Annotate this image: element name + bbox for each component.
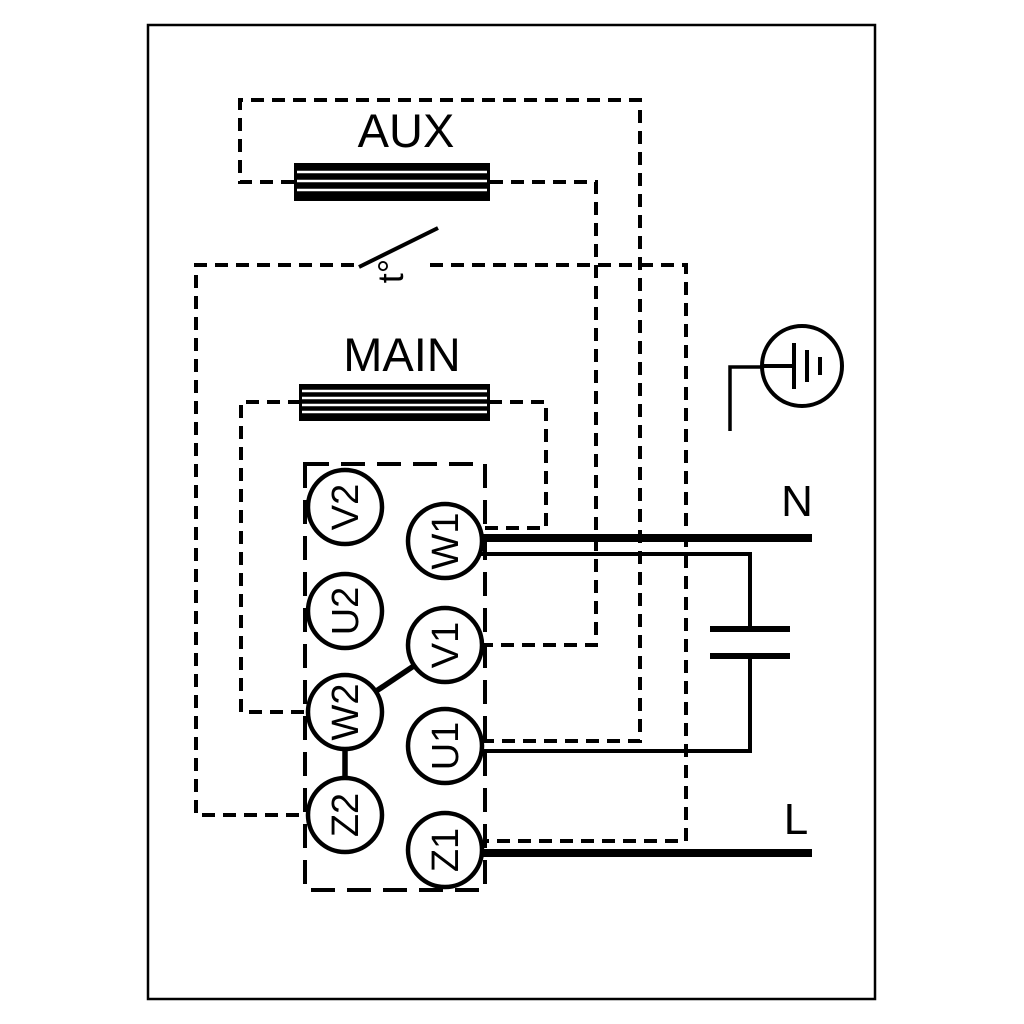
main-winding-label: MAIN (343, 328, 461, 381)
terminal-w1: W1 (405, 501, 485, 581)
main-winding-coil (299, 384, 490, 421)
ground-lead (728, 365, 762, 431)
terminal-u1: U1 (405, 706, 485, 786)
terminal-z1-circle (405, 810, 485, 890)
diagram-border (146, 23, 877, 1001)
terminal-u2-circle (305, 571, 385, 651)
terminal-u2: U2 (305, 571, 385, 651)
wire-switch-to-z1 (430, 263, 688, 843)
capacitor-bottom-lead (482, 656, 752, 753)
wire-main-right-to-w1 (481, 400, 548, 530)
switch-blade (358, 226, 439, 269)
terminal-v1-circle (405, 605, 485, 685)
wire-main-left-to-w2 (239, 400, 307, 714)
aux-winding: AUX (294, 104, 490, 201)
wire-aux-left-to-u1 (238, 98, 642, 743)
terminal-u1-circle (405, 706, 485, 786)
phase-label: L (784, 795, 808, 844)
terminal-z1: Z1 (405, 810, 485, 890)
terminal-w2: W2 (305, 672, 385, 752)
terminal-v1-label: V1 (425, 622, 467, 668)
terminal-v2: V2 (305, 467, 385, 547)
thermal-switch-label: t° (370, 259, 411, 283)
earth-ground-symbol (728, 324, 844, 431)
main-winding: MAIN (299, 328, 490, 421)
terminal-w2-circle (305, 672, 385, 752)
neutral-label: N (781, 477, 813, 526)
terminal-w2-label: W2 (325, 684, 367, 741)
terminal-z1-label: Z1 (425, 828, 467, 872)
aux-winding-label: AUX (358, 104, 455, 157)
capacitor (480, 552, 790, 753)
terminal-u1-label: U1 (425, 722, 467, 771)
terminal-u2-label: U2 (325, 587, 367, 636)
wire-aux-right-to-v1 (483, 180, 598, 647)
capacitor-top-lead (480, 552, 752, 629)
terminal-z2-label: Z2 (325, 793, 367, 837)
terminal-z2: Z2 (305, 775, 385, 855)
wire-switch-to-z2 (194, 263, 354, 817)
wiring (194, 98, 688, 843)
terminal-v2-label: V2 (325, 484, 367, 530)
terminal-z2-circle (305, 775, 385, 855)
thermal-switch: t° (358, 226, 439, 283)
terminal-v1: V1 (405, 605, 485, 685)
terminal-v2-circle (305, 467, 385, 547)
terminal-w1-label: W1 (425, 513, 467, 570)
terminal-block: V2 U2 W2 Z2 W1 V1 U1 Z1 (303, 462, 487, 892)
ground-circle (760, 324, 844, 408)
terminal-block-outline (303, 462, 487, 892)
terminal-w1-circle (405, 501, 485, 581)
